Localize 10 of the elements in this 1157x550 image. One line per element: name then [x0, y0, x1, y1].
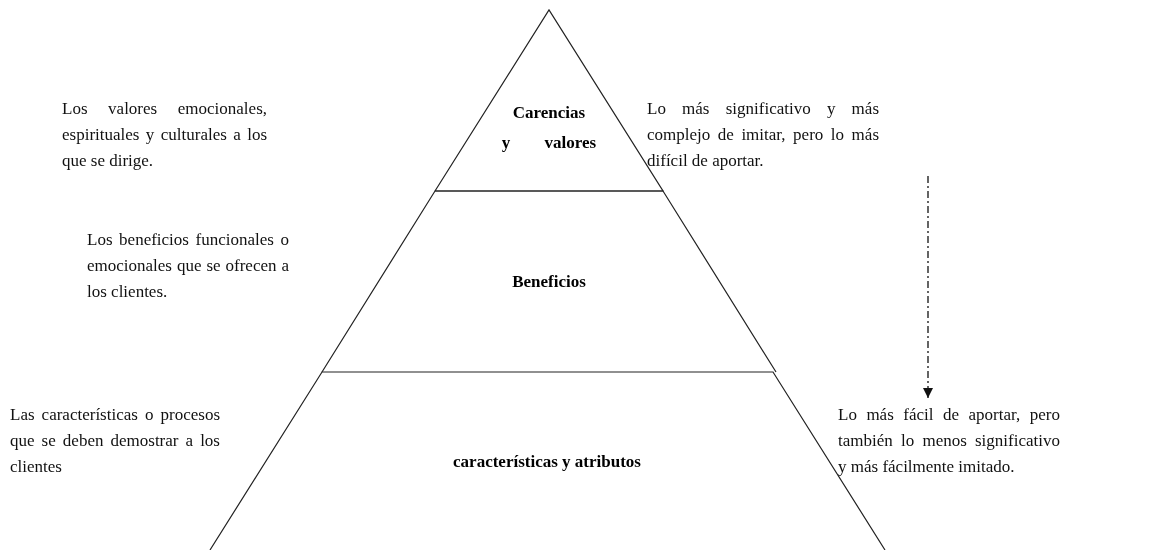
tier-title: Carencias y valores [501, 102, 597, 154]
note-text: Lo más fácil de aportar, pero también lo menos significativo y más fácilmente imitado. [838, 404, 1060, 478]
pyramid-tier [322, 191, 776, 372]
tier-description: Los beneficios funcionales o emocionales que se ofrecen a los clientes. [87, 229, 289, 303]
note-text: Lo más significativo y más complejo de imitar, pero lo más difícil de aportar. [647, 98, 879, 172]
arrow [922, 175, 934, 399]
tier-description: Los valores emocionales, espirituales y culturales a los que se dirige. [62, 98, 267, 172]
tier-title: características y atributos [452, 451, 642, 473]
tier-title: Beneficios [511, 271, 587, 293]
tier-description: Las características o procesos que se deben demostrar a los clientes [10, 404, 220, 478]
